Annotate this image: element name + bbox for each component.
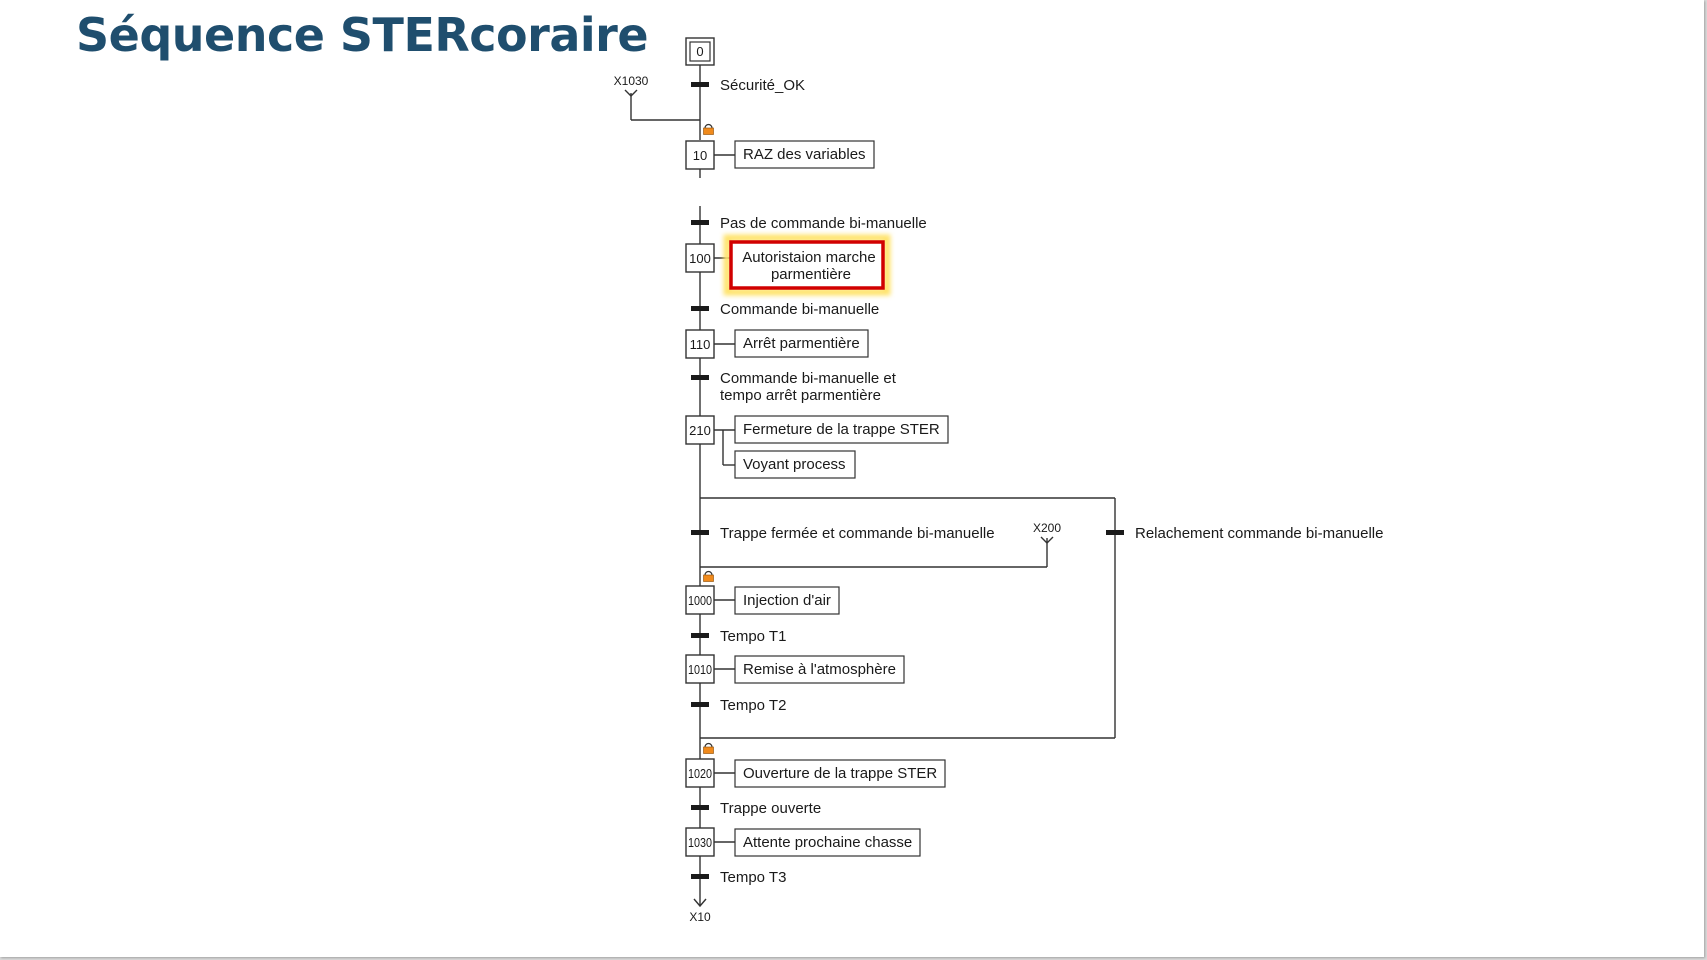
step-number: 10 [693, 148, 707, 163]
transition-bar [691, 633, 709, 638]
action-110 [734, 329, 869, 358]
action-210-2 [734, 450, 856, 479]
action-label: Voyant process [743, 456, 846, 473]
lock-icon [703, 742, 714, 754]
transition-label: Trappe fermée et commande bi-manuelle [720, 525, 995, 542]
step-number: 210 [689, 423, 711, 438]
step-1010 [685, 654, 715, 684]
step-100 [685, 243, 715, 273]
action-label: Fermeture de la trappe STER [743, 421, 940, 438]
action-100-highlighted [723, 234, 891, 296]
action-label: Ouverture de la trappe STER [743, 765, 937, 782]
jump-source-label: X1030 [614, 74, 649, 88]
transition-labels: Sécurité_OK Pas de commande bi-manuelle … [720, 77, 1383, 886]
action-label: Remise à l'atmosphère [743, 661, 896, 678]
action-label: Arrêt parmentière [743, 335, 860, 352]
action-1000 [734, 586, 840, 615]
jump-source-label: X200 [1033, 521, 1061, 535]
lock-icon [703, 570, 714, 582]
action-1030 [734, 828, 921, 857]
transition-label: Relachement commande bi-manuelle [1135, 525, 1383, 542]
transition-bar [691, 82, 709, 87]
page-title: Séquence STERcoraire [76, 8, 649, 62]
step-210 [685, 415, 715, 445]
step-boxes [685, 140, 715, 857]
transition-label: Tempo T3 [720, 869, 786, 886]
transition-bar [691, 306, 709, 311]
transition-bars [691, 82, 1124, 879]
transition-bar [691, 530, 709, 535]
step-number: 1030 [688, 835, 712, 850]
action-1020 [734, 759, 946, 788]
transition-bar [1106, 530, 1124, 535]
action-label: Autoristaion marche [742, 249, 875, 266]
transition-bar [691, 702, 709, 707]
transition-label: Pas de commande bi-manuelle [720, 215, 927, 232]
jump-labels: X1030 X200 X10 [614, 74, 1062, 924]
transition-label: Tempo T1 [720, 628, 786, 645]
transition-label: Trappe ouverte [720, 800, 821, 817]
step-1030 [685, 827, 715, 857]
step-10 [685, 140, 715, 170]
step-110 [685, 329, 715, 359]
action-10 [734, 140, 875, 169]
lock-icon [703, 123, 714, 135]
step-number: 0 [696, 44, 703, 59]
step-number: 1020 [688, 766, 712, 781]
transition-bar [691, 220, 709, 225]
step-1020 [685, 758, 715, 788]
initial-step-0: 0 [685, 37, 715, 66]
action-boxes [734, 140, 949, 857]
step-number: 1010 [688, 662, 712, 677]
action-label: Injection d'air [743, 592, 831, 609]
transition-label: Sécurité_OK [720, 77, 805, 94]
transition-bar [691, 375, 709, 380]
action-label: parmentière [771, 266, 851, 283]
action-label: Attente prochaine chasse [743, 834, 912, 851]
action-1010 [734, 655, 905, 684]
jump-target-label: X10 [689, 910, 711, 924]
step-1000 [685, 585, 715, 615]
transition-label: tempo arrêt parmentière [720, 387, 881, 404]
step-number: 110 [690, 337, 711, 352]
step-number: 1000 [688, 593, 712, 608]
action-labels: RAZ des variables Autoristaion marche pa… [742, 146, 940, 851]
transition-label: Commande bi-manuelle et [720, 370, 897, 387]
transition-bar [691, 805, 709, 810]
transition-label: Tempo T2 [720, 697, 786, 714]
transition-bar [691, 874, 709, 879]
main-links [624, 65, 1116, 908]
transition-label: Commande bi-manuelle [720, 301, 879, 318]
action-210-1 [734, 415, 949, 444]
action-label: RAZ des variables [743, 146, 866, 163]
step-numbers: 10 100 110 210 1000 1010 1020 1030 [688, 148, 712, 850]
step-number: 100 [689, 251, 711, 266]
